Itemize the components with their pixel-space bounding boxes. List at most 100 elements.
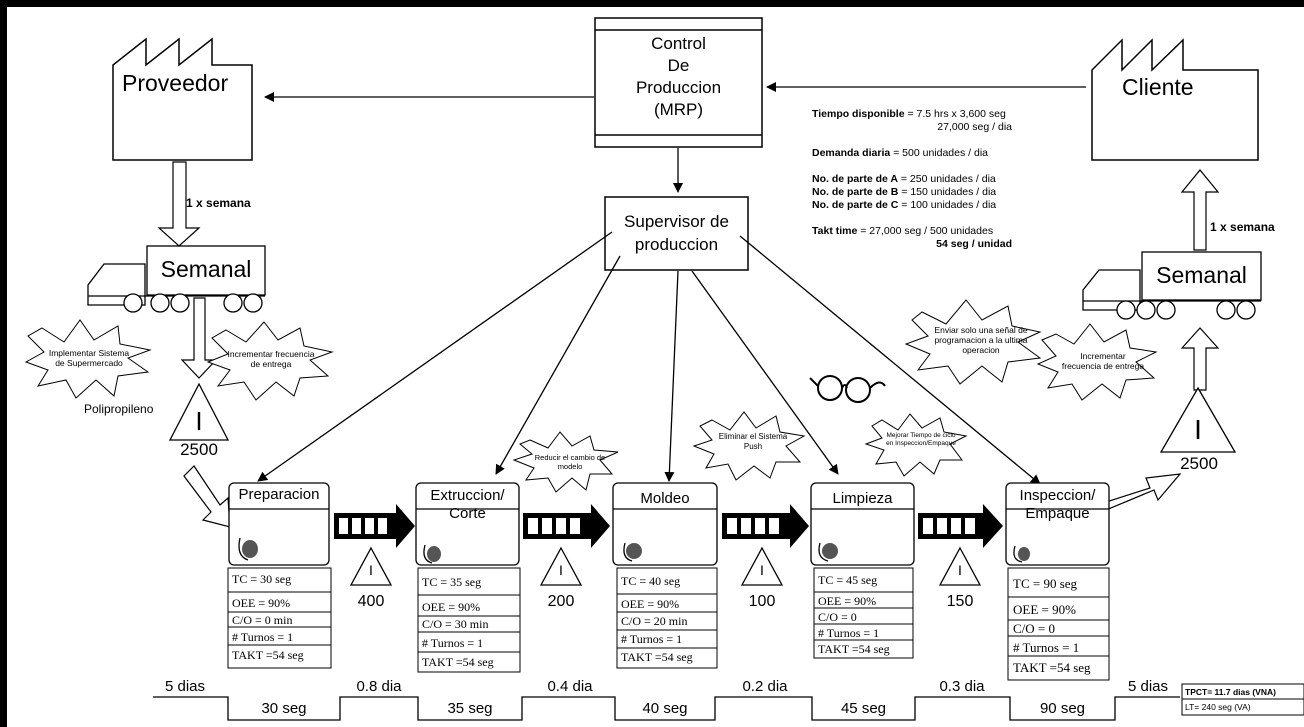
tpct-text: TPCT= 11.7 dias (VNA) — [1185, 687, 1276, 697]
takt-value: = 27,000 seg / 500 unidades — [857, 225, 994, 237]
kaizen-burst-supermarket — [24, 319, 152, 399]
demanda-value: = 500 unidades / dia — [890, 147, 988, 159]
kaizen-signal-text: Enviar solo una señal de programacion a … — [934, 325, 1028, 355]
wip-1-qty: 400 — [357, 593, 385, 610]
wip-4-symbol: I — [958, 562, 962, 578]
process-4-takt: TAKT =54 seg — [818, 642, 890, 656]
wip-2-qty: 200 — [547, 593, 575, 610]
finished-goods-symbol: I — [1194, 414, 1202, 445]
takt-label: Takt time — [812, 225, 858, 237]
process-3-tc: TC = 40 seg — [621, 574, 681, 588]
left-frequency: 1 x semana — [186, 196, 251, 210]
tpct-value: TPCT= 11.7 dias (VNA) — [1185, 687, 1276, 697]
timeline-wait-3: 0.4 dia — [547, 678, 593, 695]
info-box: Tiempo disponible = 7.5 hrs x 3,600 seg … — [812, 108, 1012, 251]
demanda-label: Demanda diaria — [812, 147, 891, 159]
process-2-tc: TC = 35 seg — [422, 575, 482, 589]
right-shipping-label: Semanal — [1156, 262, 1247, 288]
process-3-oee: OEE = 90% — [621, 597, 680, 611]
tiempo-label: Tiempo disponible — [812, 108, 905, 120]
kaizen-burst-freq-right — [1036, 323, 1158, 401]
parte-b-value: = 150 unidades / dia — [898, 186, 997, 198]
tiempo-value: = 7.5 hrs x 3,600 seg — [904, 108, 1006, 120]
kaizen-changeover-text: Reducir el cambio de modelo — [534, 453, 606, 471]
tiempo-value-2: 27,000 seg / dia — [937, 121, 1012, 133]
process-2-oee: OEE = 90% — [422, 600, 481, 614]
process-title-2: Extruccion/ Corte — [430, 487, 505, 522]
parte-a-label: No. de parte de A — [812, 173, 898, 185]
left-truck-icon — [87, 245, 266, 313]
control-line-3: Produccion — [635, 78, 722, 97]
control-line-1: Control — [651, 34, 706, 53]
info-flow-arrows — [257, 82, 1086, 485]
parte-c-label: No. de parte de C — [812, 199, 899, 211]
kaizen-burst-cycle — [864, 413, 968, 477]
timeline-wait-1: 5 dias — [164, 678, 206, 695]
control-line-2: De — [667, 56, 690, 75]
supplier-name: Proveedor — [122, 70, 229, 96]
timeline-cycle-4: 45 seg — [840, 700, 887, 717]
kaizen-push-text: Eliminar el Sistema Push — [718, 432, 788, 451]
timeline-wait-5: 0.3 dia — [939, 678, 985, 695]
timeline-wait-2: 0.8 dia — [356, 678, 402, 695]
supervisor-line-1: Supervisor de — [624, 212, 729, 231]
kaizen-freq-right-text: Incrementar frecuencia de entrega — [1061, 351, 1145, 371]
process-4-turnos: # Turnos = 1 — [818, 626, 880, 640]
lt-value: LT= 240 seg (VA) — [1185, 702, 1251, 712]
process-1-oee: OEE = 90% — [232, 596, 291, 610]
supervisor-title: Supervisor de produccion — [605, 210, 748, 256]
parte-b-label: No. de parte de B — [812, 186, 899, 198]
parte-a-value: = 250 unidades / dia — [897, 173, 996, 185]
process-4-co: C/O = 0 — [818, 610, 857, 624]
process-title-3: Moldeo — [640, 490, 690, 507]
process-5-tc: TC = 90 seg — [1013, 576, 1078, 591]
process-2-takt: TAKT =54 seg — [422, 655, 494, 669]
process-2-turnos: # Turnos = 1 — [422, 636, 484, 650]
left-shipping-label: Semanal — [160, 256, 252, 282]
timeline-wait-4: 0.2 dia — [742, 678, 788, 695]
process-2-co: C/O = 30 min — [422, 617, 489, 631]
process-title-4: Limpieza — [832, 490, 893, 507]
process-5-takt: TAKT =54 seg — [1013, 660, 1091, 675]
process-5-co: C/O = 0 — [1013, 621, 1056, 636]
process-5-turnos: # Turnos = 1 — [1013, 640, 1080, 655]
supervisor-line-2: produccion — [634, 235, 719, 254]
control-title: Control De Produccion (MRP) — [595, 33, 762, 121]
kaizen-burst-signal — [904, 299, 1042, 385]
process-1-tc: TC = 30 seg — [232, 572, 292, 586]
timeline-cycle-5: 90 seg — [1039, 700, 1086, 717]
process-3-turnos: # Turnos = 1 — [621, 632, 683, 646]
data-box-frames — [227, 567, 1110, 681]
kaizen-cycle-text: Mejorar Tiempo de ciclo en Inspeccion/Em… — [886, 432, 956, 447]
push-arrows — [334, 504, 1003, 548]
process-5-oee: OEE = 90% — [1013, 602, 1076, 617]
wip-2-symbol: I — [559, 562, 563, 578]
process-title-1: Preparacion — [238, 486, 320, 503]
kaizen-freq-left-text: Incrementar frecuencia de entrega — [227, 349, 315, 369]
wip-4-qty: 150 — [946, 593, 974, 610]
takt-result: 54 seg / unidad — [936, 238, 1012, 250]
process-3-takt: TAKT =54 seg — [621, 650, 693, 664]
process-title-5: Inspeccion/ Empaque — [1019, 487, 1096, 522]
right-truck-icon — [1082, 251, 1262, 320]
raw-material-name: Polipropileno — [84, 402, 154, 416]
process-3-co: C/O = 20 min — [621, 614, 688, 628]
process-1-turnos: # Turnos = 1 — [232, 630, 294, 644]
operator-icons — [238, 537, 1030, 564]
process-boxes — [228, 482, 1110, 566]
kaizen-burst-push — [692, 411, 806, 481]
control-box — [594, 17, 763, 148]
raw-material-symbol: I — [195, 406, 203, 436]
right-frequency: 1 x semana — [1210, 220, 1275, 234]
kaizen-supermarket-text: Implementar Sistema de Supermercado — [48, 348, 130, 368]
timeline-wait-6: 5 dias — [1127, 678, 1169, 695]
process-4-tc: TC = 45 seg — [818, 573, 878, 587]
supplier-factory-icon — [112, 37, 253, 161]
wip-3-symbol: I — [760, 562, 764, 578]
wip-3-qty: 100 — [748, 593, 776, 610]
process-1-takt: TAKT =54 seg — [232, 648, 304, 662]
wip-1-symbol: I — [369, 562, 373, 578]
customer-name: Cliente — [1122, 74, 1194, 100]
